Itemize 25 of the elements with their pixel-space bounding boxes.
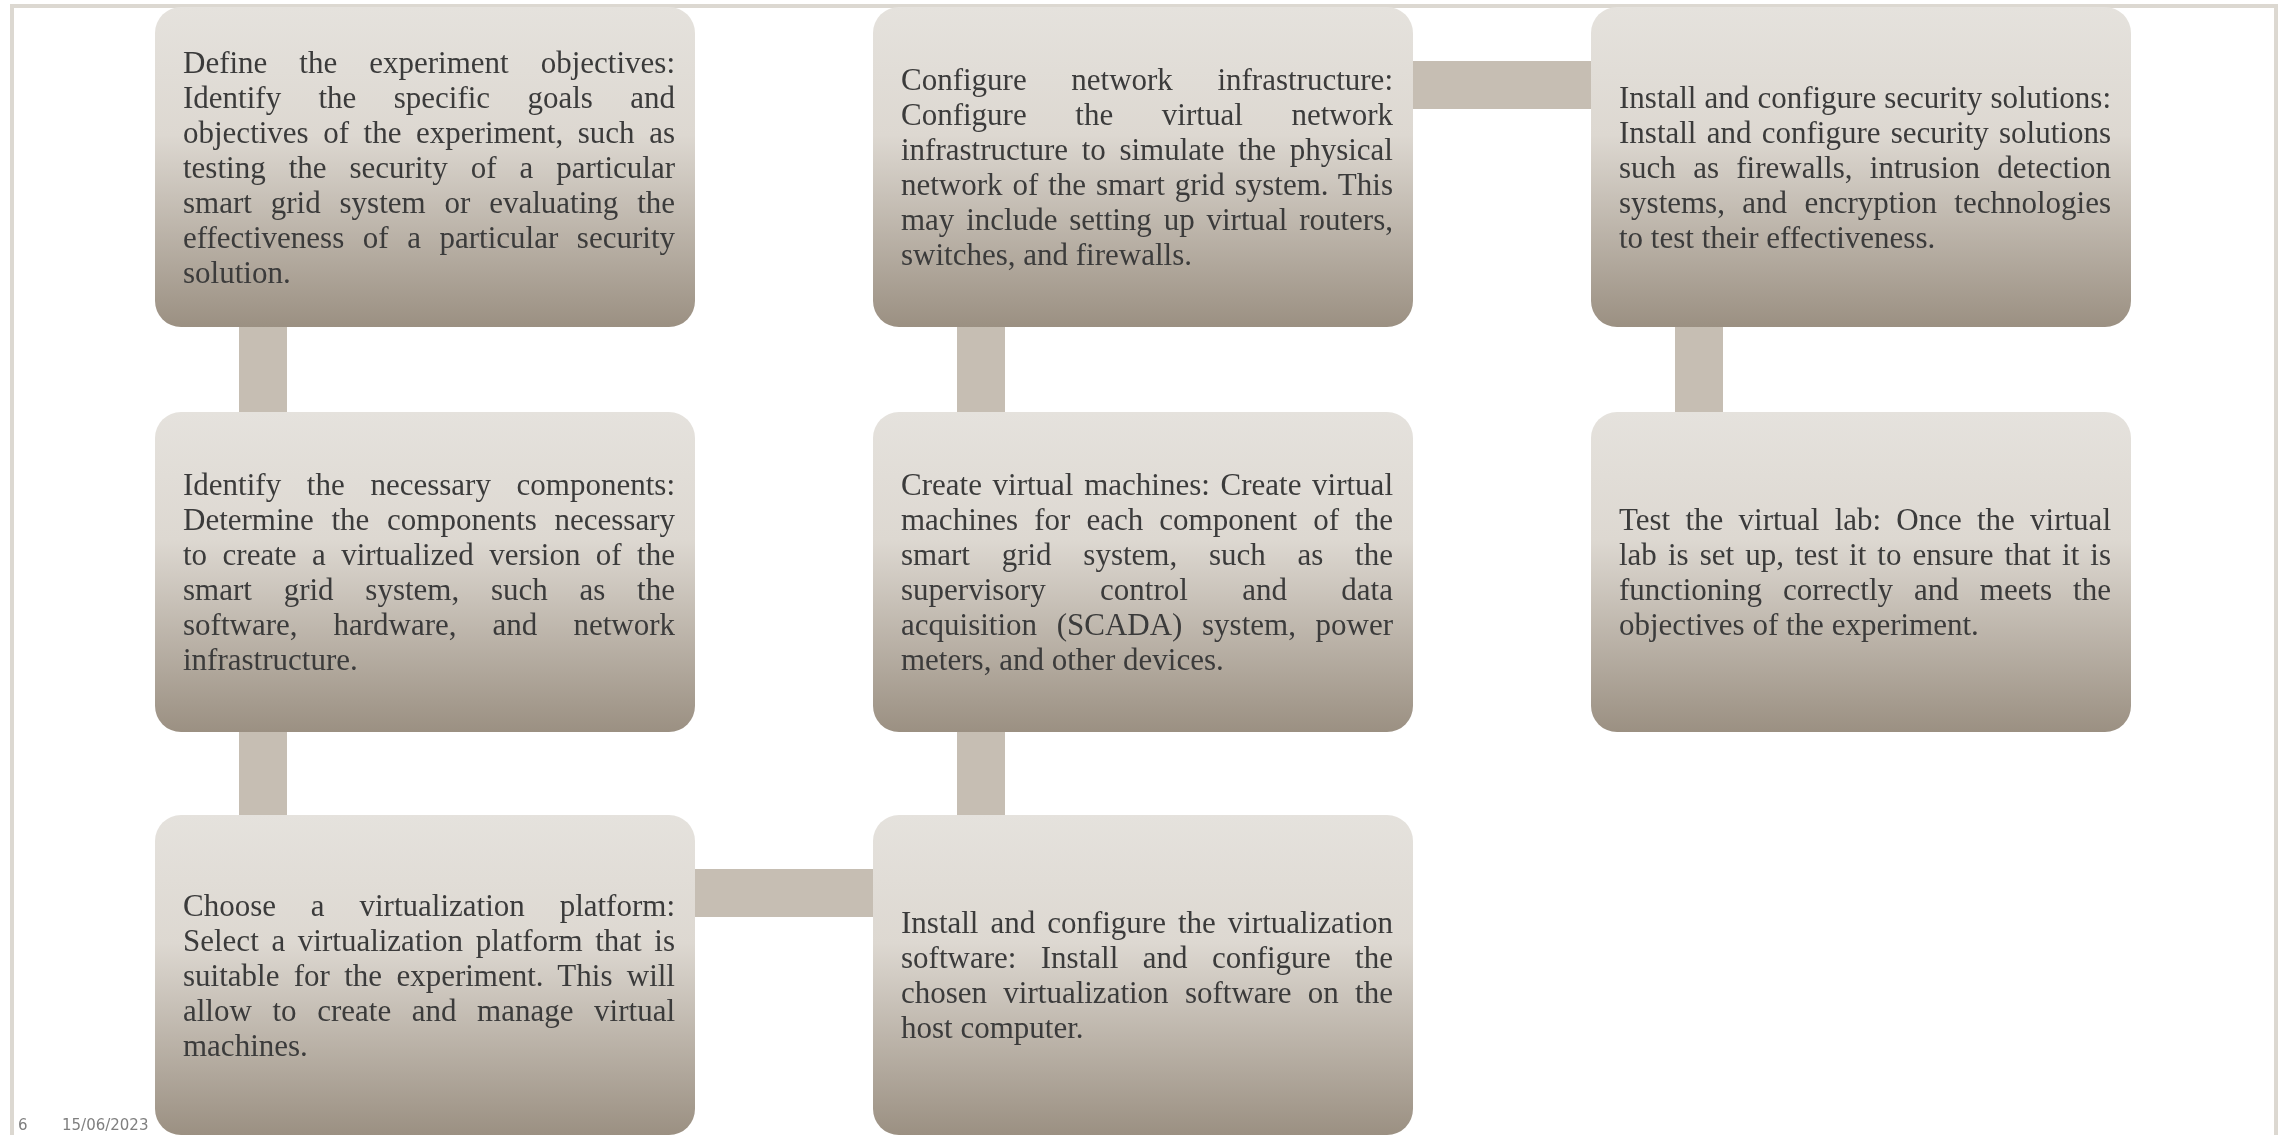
process-box <box>1591 7 2131 327</box>
connector-bar <box>957 327 1005 412</box>
connector-bar <box>957 732 1005 815</box>
step-text: Install and configure security solutions: Install and configure security solutions such as firewalls, intrusion detection systems, and encryption technologies to test their effectiveness. <box>1619 79 2111 255</box>
process-box <box>155 815 695 1135</box>
slide-number: 6 <box>18 1116 28 1134</box>
connector-bar <box>239 327 287 412</box>
connector-bar <box>1413 61 1591 109</box>
slide-date: 15/06/2023 <box>62 1116 149 1134</box>
step-text: Identify the necessary components: Determine the components necessary to create a virtualized version of the smart grid system, such as the software, hardware, and network infrastructure. <box>183 467 675 677</box>
process-box <box>155 412 695 732</box>
process-box <box>1591 412 2131 732</box>
process-box <box>873 815 1413 1135</box>
step-text: Install and configure the virtualization software: Install and configure the chosen virtualization software on the host computer. <box>901 905 1393 1045</box>
step-text: Define the experiment objectives: Identify the specific goals and objectives of the experiment, such as testing the security of a particular smart grid system or evaluating the effectiveness of a particular security solution. <box>183 44 675 290</box>
process-box <box>155 7 695 327</box>
connector-bar <box>695 869 873 917</box>
process-box <box>873 412 1413 732</box>
step-text: Test the virtual lab: Once the virtual lab is set up, test it to ensure that it is functioning correctly and meets the objectives of the experiment. <box>1619 502 2111 642</box>
step-text: Choose a virtualization platform: Select a virtualization platform that is suitable for the experiment. This will allow to create and manage virtual machines. <box>183 887 675 1063</box>
connector-bar <box>1675 327 1723 412</box>
process-box <box>873 7 1413 327</box>
step-text: Create virtual machines: Create virtual machines for each component of the smart grid system, such as the supervisory control and data acquisition (SCADA) system, power meters, and other devices. <box>901 467 1393 677</box>
step-text: Configure network infrastructure: Configure the virtual network infrastructure to simulate the physical network of the smart grid system. This may include setting up virtual routers, switches, and firewalls. <box>901 62 1393 272</box>
connector-bar <box>239 732 287 815</box>
